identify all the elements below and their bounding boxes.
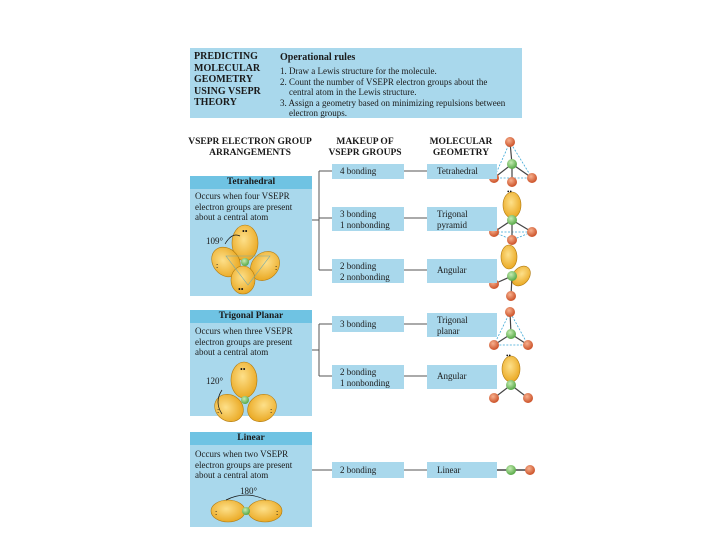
rule-line: 2. Count the number of VSEPR electron gr… — [280, 76, 488, 87]
angular-geometry-icon — [489, 244, 531, 301]
trigonal-planar-description: Occurs when three VSEPR electron groups … — [195, 326, 313, 358]
description-line: Occurs when four VSEPR — [195, 191, 290, 201]
description-line: about a central atom — [195, 470, 269, 480]
connector-tetrahedral — [312, 170, 427, 271]
column-header-line: MAKEUP OF — [336, 137, 394, 147]
description-line: Occurs when two VSEPR — [195, 449, 289, 459]
makeup-line: 2 bonding — [340, 367, 377, 377]
header-title-line: MOLECULAR — [194, 62, 261, 74]
rules-title: Operational rules — [280, 52, 356, 63]
geometry-line: Trigonal — [437, 209, 468, 219]
tetrahedral-angle-label: 109° — [206, 236, 224, 246]
makeup-cell-tetrahedral-3: 2 bonding 2 nonbonding — [332, 259, 404, 283]
header-title-line: PREDICTING — [194, 51, 258, 62]
geometry-line: Angular — [437, 371, 467, 381]
geometry-line: planar — [437, 325, 460, 336]
svg-text::: : — [270, 406, 272, 415]
header-panel — [190, 48, 522, 118]
column-header-line: VSEPR GROUPS — [328, 147, 402, 158]
column-header-line: ARRANGEMENTS — [209, 147, 291, 158]
tetrahedral-title: Tetrahedral — [190, 176, 312, 189]
makeup-line: 2 nonbonding — [340, 271, 390, 282]
svg-text:••: •• — [506, 352, 511, 360]
tetrahedral-arrangement-icon: •• : : •• — [211, 224, 280, 295]
description-line: electron groups are present — [195, 201, 293, 212]
tetrahedral-geometry-icon — [489, 137, 537, 187]
rule-line: 1. Draw a Lewis structure for the molecu… — [280, 66, 437, 76]
geometry-line: Linear — [437, 465, 461, 475]
trigonal-planar-arrangement-icon: •• : : — [214, 361, 277, 422]
geometry-cell-linear: Linear — [427, 462, 497, 478]
geometry-cell-tetrahedral: Tetrahedral — [427, 164, 497, 179]
svg-text::: : — [276, 508, 278, 517]
makeup-cell-tetrahedral-1: 4 bonding — [332, 164, 404, 179]
geometry-cell-trigonal-pyramid: Trigonal pyramid — [427, 207, 497, 231]
linear-description: Occurs when two VSEPR electron groups ar… — [195, 449, 313, 481]
geometry-line: Tetrahedral — [437, 166, 478, 176]
geometry-cell-trigonal-planar: Trigonal planar — [427, 313, 497, 337]
makeup-cell-linear-1: 2 bonding — [332, 462, 404, 478]
connector-trigonal-planar — [312, 323, 427, 377]
header-title: PREDICTING MOLECULAR GEOMETRY USING VSEP… — [194, 51, 274, 109]
column-header-line: GEOMETRY — [432, 147, 490, 158]
description-line: electron groups are present — [195, 336, 293, 347]
header-title-line: THEORY — [194, 97, 237, 108]
linear-title: Linear — [190, 432, 312, 445]
description-line: about a central atom — [195, 212, 269, 222]
column-header-makeup: MAKEUP OF VSEPR GROUPS — [328, 137, 402, 158]
svg-text:••: •• — [238, 285, 244, 294]
header-title-line: USING VSEPR — [194, 85, 261, 97]
makeup-line: 3 bonding — [340, 209, 377, 219]
svg-text::: : — [216, 261, 218, 270]
makeup-cell-tetrahedral-2: 3 bonding 1 nonbonding — [332, 207, 404, 231]
svg-text::: : — [215, 508, 217, 517]
tetrahedral-description: Occurs when four VSEPR electron groups a… — [195, 191, 313, 223]
rule-line: electron groups. — [289, 108, 347, 118]
angular-planar-geometry-icon: •• — [489, 352, 533, 403]
column-header-geometry: MOLECULAR GEOMETRY — [424, 137, 498, 158]
geometry-cell-angular-planar: Angular — [427, 365, 497, 389]
trigonal-planar-title: Trigonal Planar — [190, 310, 312, 323]
trigonal-planar-angle-label: 120° — [206, 376, 224, 386]
makeup-line: 1 nonbonding — [340, 377, 390, 388]
geometry-line: pyramid — [437, 219, 467, 230]
description-line: about a central atom — [195, 347, 269, 357]
svg-text::: : — [217, 406, 219, 415]
trigonal-planar-panel — [190, 310, 312, 416]
makeup-cell-trigonal-2: 2 bonding 1 nonbonding — [332, 365, 404, 389]
svg-text:••: •• — [240, 365, 246, 374]
description-line: Occurs when three VSEPR — [195, 326, 293, 336]
svg-text:••: •• — [242, 227, 248, 236]
header-title-line: GEOMETRY — [194, 74, 254, 85]
makeup-line: 1 nonbonding — [340, 219, 390, 230]
svg-text::: : — [275, 263, 277, 272]
rule-line: 3. Assign a geometry based on minimizing… — [280, 97, 506, 108]
trigonal-planar-geometry-icon — [489, 307, 533, 350]
makeup-line: 4 bonding — [340, 166, 377, 176]
geometry-line: Angular — [437, 265, 467, 275]
makeup-line: 2 bonding — [340, 261, 377, 271]
rules-block: Operational rules 1. Draw a Lewis struct… — [280, 52, 520, 119]
column-header-arrangements: VSEPR ELECTRON GROUP ARRANGEMENTS — [186, 137, 314, 158]
geometry-cell-angular: Angular — [427, 259, 497, 283]
linear-arrangement-icon: : : — [210, 494, 283, 523]
svg-text:••: •• — [507, 188, 512, 196]
column-header-line: VSEPR ELECTRON GROUP — [188, 137, 312, 147]
makeup-line: 3 bonding — [340, 319, 377, 329]
makeup-cell-trigonal-1: 3 bonding — [332, 316, 404, 332]
linear-angle-label: 180° — [240, 486, 258, 496]
geometry-line: Trigonal — [437, 315, 468, 325]
column-header-line: MOLECULAR — [429, 137, 493, 147]
rule-line: central atom in the Lewis structure. — [289, 87, 417, 97]
makeup-line: 2 bonding — [340, 465, 377, 475]
description-line: electron groups are present — [195, 459, 293, 470]
